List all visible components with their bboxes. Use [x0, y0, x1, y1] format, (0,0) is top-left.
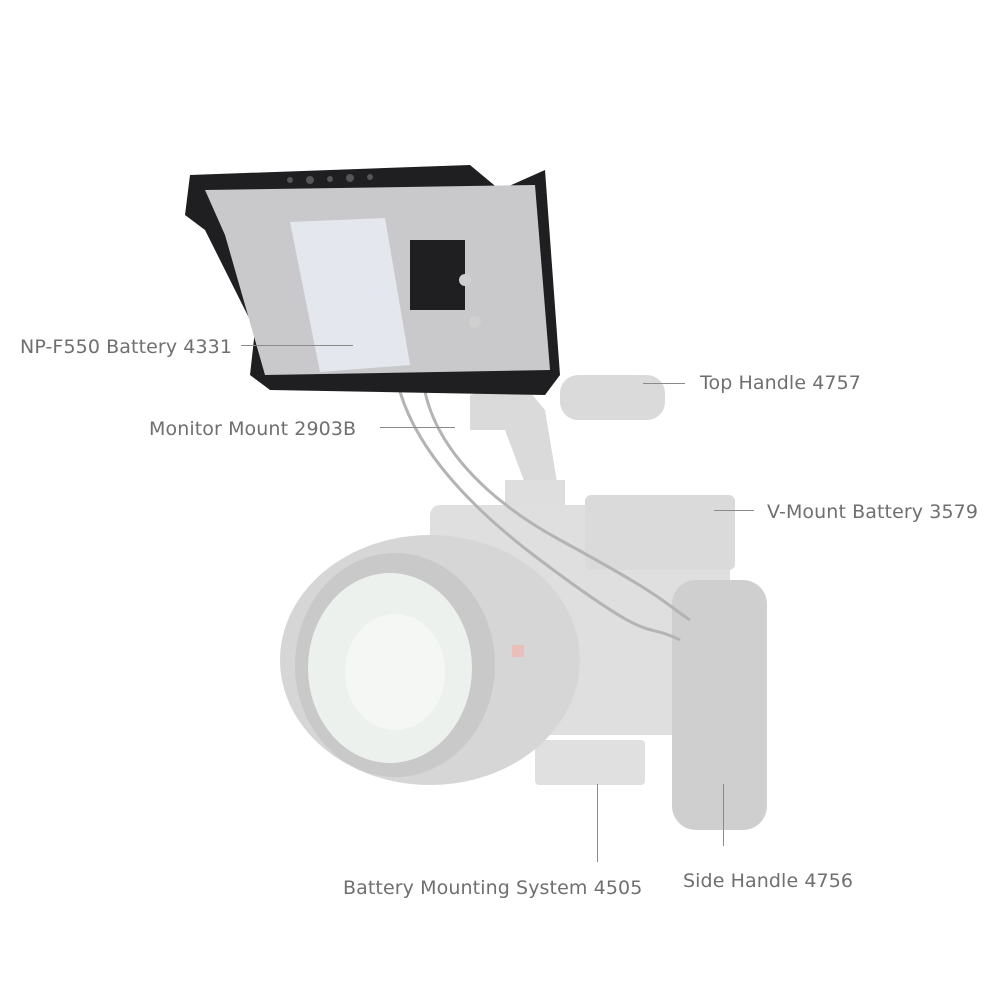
callout-side-handle-label: Side Handle 4756 [683, 870, 854, 892]
callout-monitor-mount-leader [380, 427, 455, 428]
np-f550-battery-shape [290, 218, 410, 372]
callout-top-handle-label: Top Handle 4757 [700, 372, 861, 394]
callout-np-f550-label: NP-F550 Battery 4331 [20, 336, 233, 358]
lens-g-badge [512, 645, 524, 657]
monitor-mount-arm [470, 380, 560, 510]
cable-clamp [410, 240, 465, 310]
callout-side-handle-leader [723, 784, 724, 846]
callout-battery-mounting-label: Battery Mounting System 4505 [343, 877, 643, 899]
camera-rig-faded [280, 375, 767, 830]
side-handle-shape [672, 580, 767, 830]
callout-v-mount-label: V-Mount Battery 3579 [767, 501, 979, 523]
v-mount-battery-shape [585, 495, 735, 570]
callout-monitor-mount-label: Monitor Mount 2903B [149, 418, 357, 440]
monitor-cage [185, 165, 560, 395]
callout-v-mount-leader [714, 510, 754, 511]
top-handle-shape [560, 375, 665, 420]
callout-top-handle-leader [643, 383, 685, 384]
battery-mount-plate-shape [535, 740, 645, 785]
callout-np-f550-leader [241, 345, 353, 346]
callout-battery-mounting-leader [597, 784, 598, 862]
